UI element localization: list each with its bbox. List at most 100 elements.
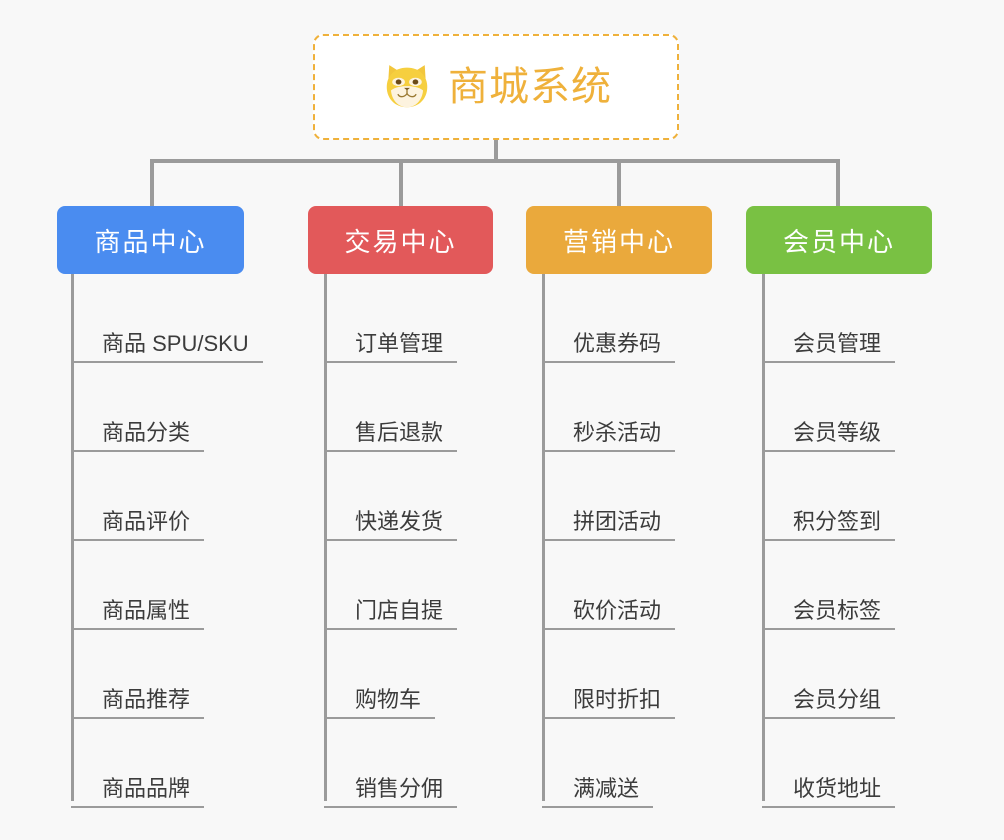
leaf-item[interactable]: 满减送 [542,719,654,808]
leaf-inner: 积分签到 [762,508,896,541]
leaf-item[interactable]: 拼团活动 [542,452,676,541]
leaf-item[interactable]: 限时折扣 [542,630,676,719]
leaf-label: 满减送 [573,775,640,801]
shiba-dog-face-icon [380,60,434,114]
connector-drop-member-center [836,159,840,208]
leaf-label: 商品 SPU/SKU [102,330,249,356]
leaf-underline [324,717,436,719]
leaf-item[interactable]: 购物车 [324,630,436,719]
leaf-underline [542,717,676,719]
leaf-label: 销售分佣 [355,775,444,801]
leaf-item[interactable]: 砍价活动 [542,541,676,630]
leaf-inner: 售后退款 [324,419,458,452]
leaf-inner: 会员等级 [762,419,896,452]
leaf-label: 会员分组 [793,686,882,712]
leaf-item[interactable]: 商品分类 [71,363,205,452]
category-label-product-center: 商品中心 [94,226,207,257]
leaf-label: 优惠券码 [573,330,662,356]
leaf-inner: 拼团活动 [542,509,676,541]
leaf-inner: 会员管理 [762,330,896,363]
leaf-label: 商品品牌 [102,775,191,801]
root-title: 商城系统 [448,65,612,109]
leaf-label: 购物车 [355,686,422,712]
leaf-item[interactable]: 商品属性 [71,541,205,630]
leaf-underline [71,628,205,630]
column-spine-product-center [71,274,74,801]
leaf-inner: 订单管理 [324,330,458,363]
leaf-underline [762,628,896,630]
leaf-underline [762,717,896,719]
leaf-label: 商品分类 [102,419,191,445]
column-spine-member-center [762,274,765,801]
root-node-mall-system[interactable]: 商城系统 [313,34,679,140]
leaf-inner: 收货地址 [762,775,896,808]
leaf-label: 秒杀活动 [573,419,662,445]
leaf-item[interactable]: 快递发货 [324,452,458,541]
leaf-inner: 限时折扣 [542,687,676,719]
leaf-item[interactable]: 会员管理 [762,274,896,363]
leaf-item[interactable]: 商品品牌 [71,719,205,808]
leaf-label: 会员标签 [793,597,882,623]
category-box-product-center[interactable]: 商品中心 [57,206,244,274]
leaf-underline [762,450,896,452]
leaf-underline [324,450,458,452]
connector-drop-trade-center [399,159,403,208]
leaf-item[interactable]: 销售分佣 [324,719,458,808]
leaf-underline [324,628,458,630]
leaf-label: 收货地址 [793,775,882,801]
leaf-item[interactable]: 售后退款 [324,363,458,452]
leaf-label: 快递发货 [355,508,444,534]
category-label-trade-center: 交易中心 [344,226,457,257]
leaf-inner: 商品评价 [71,508,205,541]
leaf-underline [542,628,676,630]
leaf-inner: 优惠券码 [542,330,676,363]
leaf-item[interactable]: 商品评价 [71,452,205,541]
leaf-inner: 销售分佣 [324,775,458,808]
leaf-item[interactable]: 收货地址 [762,719,896,808]
leaf-item[interactable]: 秒杀活动 [542,363,676,452]
leaf-item[interactable]: 会员标签 [762,541,896,630]
leaf-item[interactable]: 门店自提 [324,541,458,630]
leaf-label: 会员等级 [793,419,882,445]
connector-drop-marketing-center [617,159,621,208]
leaf-item[interactable]: 会员分组 [762,630,896,719]
leaf-inner: 商品属性 [71,598,205,630]
leaf-label: 商品评价 [102,508,191,534]
leaf-item[interactable]: 会员等级 [762,363,896,452]
leaf-underline [542,450,676,452]
category-box-trade-center[interactable]: 交易中心 [308,206,493,274]
connector-drop-product-center [150,159,154,208]
leaf-inner: 满减送 [542,775,654,808]
leaf-underline [762,539,896,541]
leaf-label: 积分签到 [793,508,882,534]
leaf-inner: 购物车 [324,686,436,719]
leaf-underline [71,806,205,808]
leaf-label: 门店自提 [355,597,444,623]
leaf-item[interactable]: 订单管理 [324,274,458,363]
leaf-item[interactable]: 商品 SPU/SKU [71,274,263,363]
leaf-label: 会员管理 [793,330,882,356]
leaf-label: 砍价活动 [573,597,662,623]
leaf-item[interactable]: 商品推荐 [71,630,205,719]
leaf-underline [71,539,205,541]
leaf-underline [324,539,458,541]
leaf-item[interactable]: 积分签到 [762,452,896,541]
category-label-member-center: 会员中心 [782,226,895,257]
leaf-underline [542,806,654,808]
category-box-marketing-center[interactable]: 营销中心 [526,206,712,274]
leaf-label: 订单管理 [355,330,444,356]
leaf-item[interactable]: 优惠券码 [542,274,676,363]
leaf-inner: 会员标签 [762,597,896,630]
leaf-label: 售后退款 [355,419,444,445]
category-label-marketing-center: 营销中心 [562,226,675,257]
leaf-inner: 门店自提 [324,597,458,630]
leaf-underline [324,361,458,363]
leaf-underline [71,450,205,452]
column-spine-marketing-center [542,274,545,801]
connector-horizontal-bus [150,159,840,163]
leaf-inner: 快递发货 [324,508,458,541]
leaf-inner: 秒杀活动 [542,419,676,452]
category-box-member-center[interactable]: 会员中心 [746,206,932,274]
leaf-inner: 砍价活动 [542,597,676,630]
connector-root-stem [494,140,498,163]
